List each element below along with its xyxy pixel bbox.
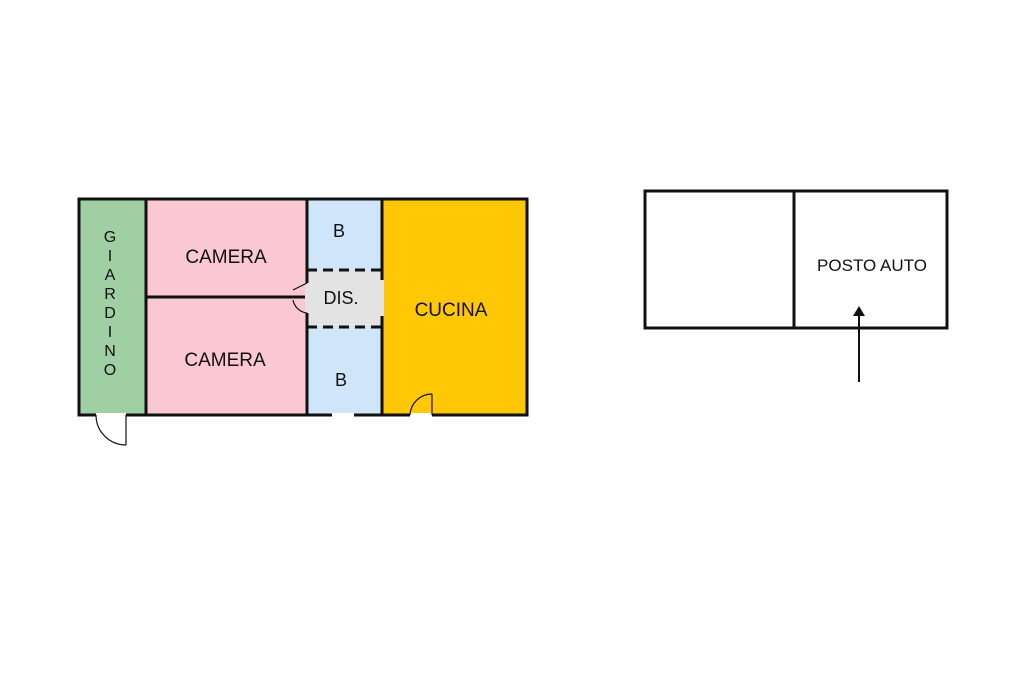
room-label-disimpegno: DIS. (323, 288, 358, 308)
door-swing-dis (292, 282, 308, 314)
door-swing-giardino (95, 414, 127, 446)
opening-giardino-door (96, 413, 126, 417)
opening-bagno-bottom (332, 413, 354, 417)
room-camera-top[interactable] (146, 199, 307, 297)
parking-arrow-head-icon (853, 306, 865, 316)
room-bagno-top[interactable] (307, 199, 382, 270)
room-label-bagno-top: B (333, 221, 345, 241)
room-camera-bottom[interactable] (146, 297, 307, 415)
opening-dis-camera (305, 283, 309, 313)
room-giardino[interactable] (79, 199, 146, 415)
room-disimpegno[interactable] (307, 270, 382, 327)
room-cucina[interactable] (382, 199, 527, 415)
door-swing-cucina (409, 393, 433, 416)
room-label-cucina: CUCINA (415, 300, 488, 321)
opening-cucina-door (410, 413, 432, 417)
room-bagno-bottom[interactable] (307, 327, 382, 415)
room-label-camera-top: CAMERA (185, 247, 267, 268)
room-label-camera-bottom: CAMERA (184, 350, 266, 371)
parking-label-posto-auto: POSTO AUTO (817, 256, 927, 275)
parking-space-right[interactable] (792, 189, 949, 330)
parking-space-left[interactable] (643, 189, 796, 330)
outer-wall (77, 197, 529, 417)
opening-dis-cucina (380, 280, 384, 316)
parking-plan: POSTO AUTO (643, 189, 949, 382)
room-label-bagno-bottom: B (335, 370, 347, 390)
